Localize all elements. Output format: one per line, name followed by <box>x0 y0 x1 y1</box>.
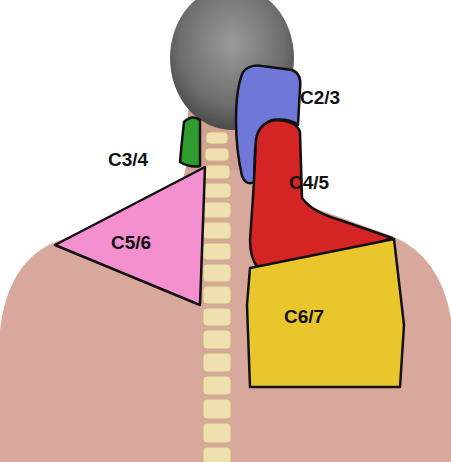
level-label: C4/5 <box>289 173 329 194</box>
region-label: C6/7 <box>284 307 324 328</box>
spine <box>203 132 231 462</box>
region-label: C5/6 <box>111 233 151 254</box>
level-label: C3/4 <box>108 150 148 171</box>
level-label: C2/3 <box>300 88 340 109</box>
body-silhouette <box>0 150 451 462</box>
region-outline <box>55 167 205 305</box>
dermatome-region: C6/7 <box>244 235 410 391</box>
c6-7-region <box>244 235 410 391</box>
dermatome-region: C5/6 <box>53 163 209 309</box>
region-outline <box>247 239 404 387</box>
c3-4-region <box>180 117 200 166</box>
